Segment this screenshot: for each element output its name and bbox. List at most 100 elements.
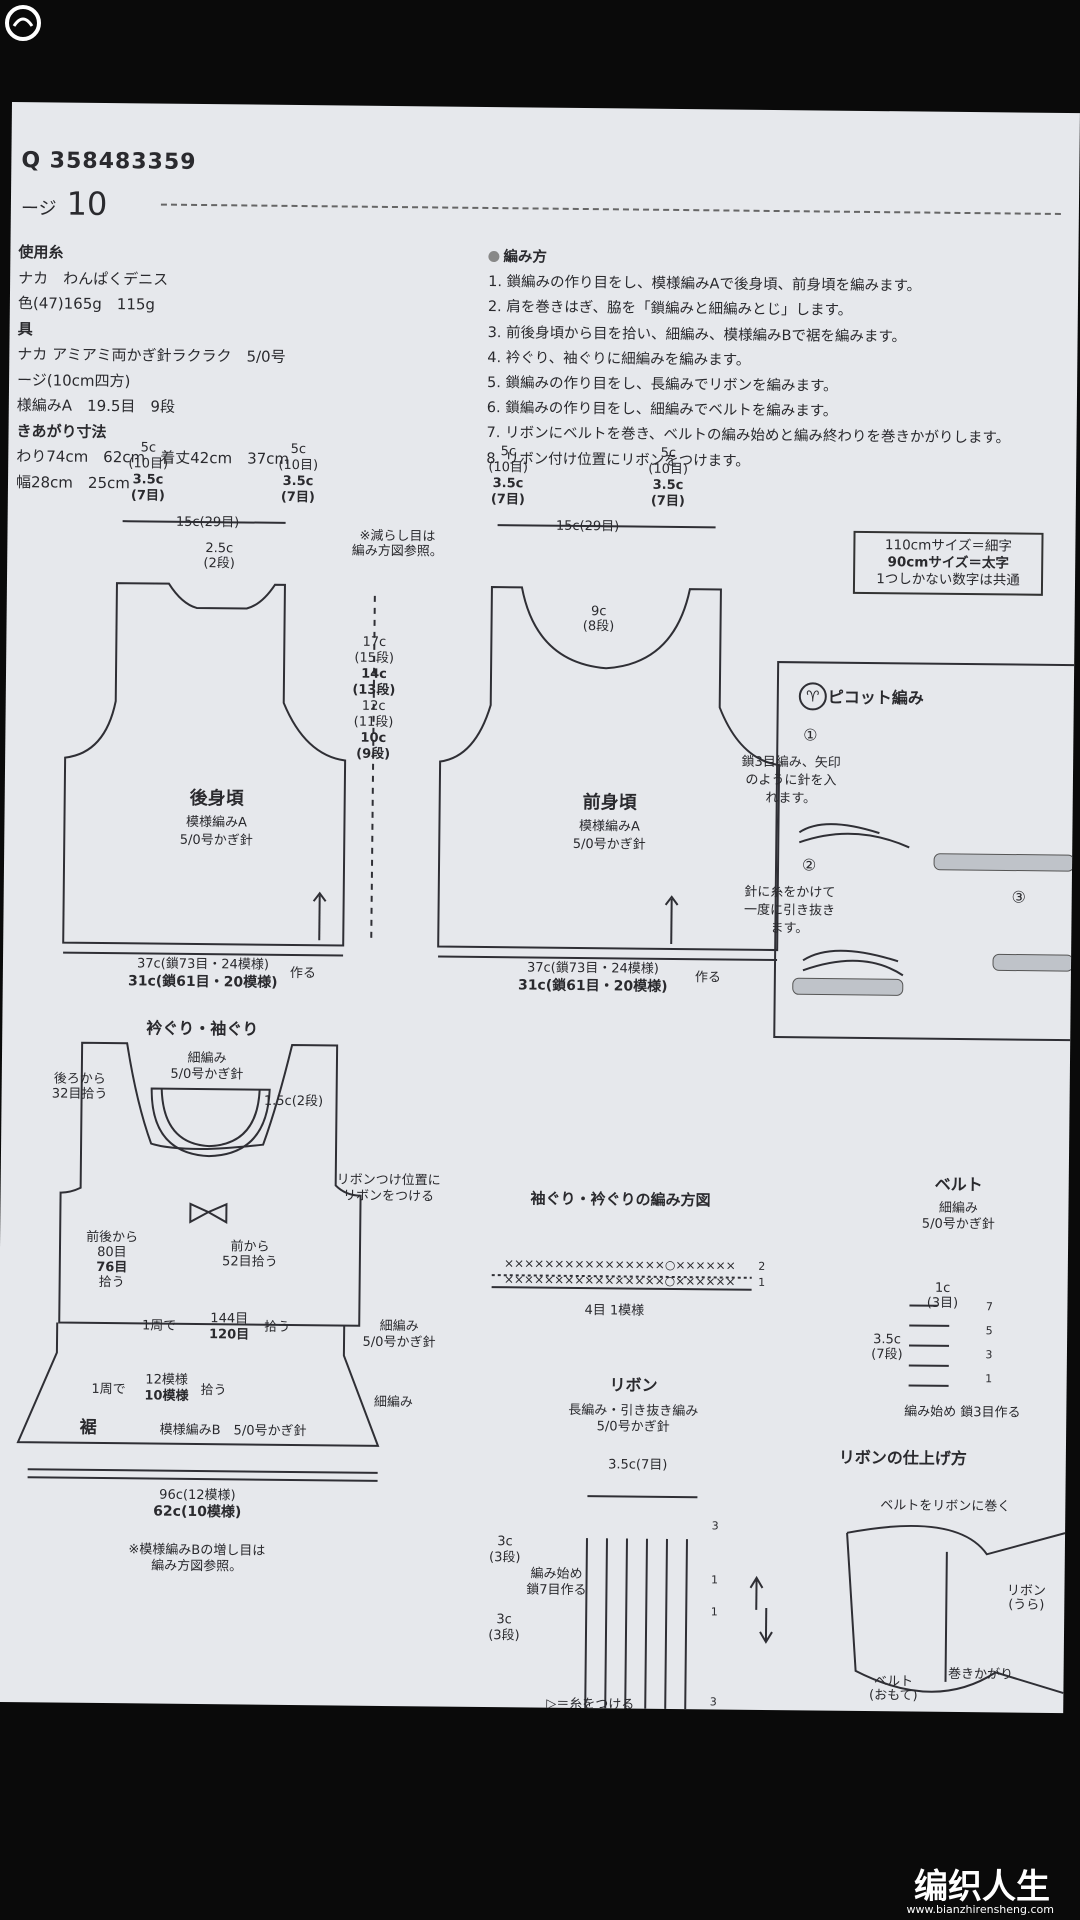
- belt-width: 1c: [935, 1281, 951, 1296]
- pick-label: 拾う: [264, 1320, 290, 1335]
- front-shoulder-left-dim: 5c: [501, 444, 517, 459]
- mid-height-dims: (15段): [354, 651, 394, 666]
- picot-symbol: ♈: [806, 687, 820, 705]
- back-shoulder-left-dim: 3.5c: [133, 472, 164, 487]
- mid-height-dims: (9段): [356, 746, 390, 762]
- picot-step1-text: れます。: [765, 791, 816, 807]
- front-width-top: 15c(29目): [556, 519, 620, 535]
- hem-width-90: 62c(10模様): [153, 1503, 241, 1521]
- back-hook: 5/0号かぎ針: [180, 833, 253, 849]
- diagram-canvas: 5c(10目)3.5c(7目)5c(10目)3.5c(7目)15c(29目)2.…: [16, 440, 1080, 1714]
- front-neck-depth: (8段): [583, 619, 615, 634]
- chart-row1: ××××××××××××××××○××××××: [504, 1272, 736, 1288]
- hem-sc-label: 細編み: [380, 1318, 419, 1334]
- back-width-top: 15c(29目): [176, 515, 240, 531]
- back-shoulder-right-dim: (10目): [278, 458, 318, 473]
- armhole-pick-label: 拾う: [99, 1275, 125, 1290]
- chart-row1-num: 1: [758, 1276, 765, 1289]
- finish-belt: ベルト: [874, 1674, 913, 1689]
- belt-sub: 5/0号かぎ針: [922, 1217, 995, 1233]
- back-make-label: 作る: [290, 966, 316, 981]
- picot-step2-text: 針に糸をかけて: [744, 885, 835, 901]
- finished-bow-outline: [846, 1524, 1066, 1695]
- ribbon-sub: 5/0号かぎ針: [597, 1419, 670, 1435]
- back-bottom-110: 37c(鎖73目・24模様): [137, 955, 269, 972]
- front-shoulder-left-dim: (10目): [488, 460, 528, 475]
- mid-height-dims: (13段): [352, 682, 395, 698]
- belt-start: 編み始め 鎖3目作る: [904, 1403, 1021, 1420]
- back-shoulder-right-dim: 5c: [291, 442, 307, 457]
- picot-step2-text: ます。: [770, 921, 808, 936]
- ribbon-width: 3.5c(7目): [608, 1457, 667, 1473]
- mid-height-dims: (11段): [354, 715, 394, 730]
- belt-row-num: 5: [986, 1324, 993, 1337]
- hem-title: 裾: [80, 1417, 97, 1438]
- ribbon-position-label: リボンつけ位置に: [337, 1172, 441, 1188]
- ribbon-start: 編み始め: [531, 1566, 583, 1583]
- ribbon-height1: (3段): [489, 1550, 521, 1565]
- decrease-note: 編み方図参照。: [352, 543, 443, 560]
- front-pattern: 模様編みA: [579, 818, 640, 835]
- hem-sc: 細編み: [374, 1394, 413, 1410]
- finish-belt: (おもて): [869, 1688, 918, 1704]
- belt-row-num: 3: [985, 1348, 992, 1361]
- hem-note: 編み方図参照。: [151, 1558, 242, 1575]
- belt-height: (7段): [871, 1347, 903, 1362]
- back-neck-depth: 2.5c: [205, 541, 233, 556]
- front-bottom-90: 31c(鎖61目・20模様): [518, 976, 668, 995]
- back-shoulder-left-dim: 5c: [141, 440, 157, 455]
- picot-step3-num: ③: [1011, 888, 1026, 907]
- picot-step1-num: ①: [803, 725, 818, 744]
- watermark-logo-icon: [5, 5, 41, 41]
- belt-width: (3目): [927, 1296, 959, 1311]
- picot-box: [773, 661, 1080, 1042]
- back-bodice-title: 後身頃: [190, 787, 245, 810]
- garment-assembly-outline: [58, 1041, 362, 1327]
- ribbon-title: リボン: [609, 1375, 657, 1395]
- ribbon-row: 1: [711, 1573, 718, 1586]
- round1-values: 120目: [209, 1327, 249, 1342]
- picot-step2-num: ②: [802, 855, 817, 874]
- back-bodice-outline: [62, 582, 347, 947]
- front-bottom-110: 37c(鎖73目・24模様): [527, 959, 659, 976]
- back-pick-label: 32目拾う: [52, 1086, 108, 1102]
- mid-height-dims: 12c: [362, 699, 386, 714]
- round1-values: 144目: [210, 1311, 248, 1326]
- round1-label: 1周で: [142, 1318, 176, 1333]
- front-make-label: 作る: [695, 970, 721, 985]
- round2-values: 10模様: [144, 1387, 189, 1403]
- front-bodice-title: 前身頃: [583, 791, 638, 814]
- armhole-rows: 1.5c(2段): [264, 1094, 323, 1110]
- ribbon-sub: 長編み・引き抜き編み: [568, 1402, 698, 1419]
- back-shoulder-left-dim: (7目): [131, 488, 165, 503]
- belt-sub: 細編み: [939, 1200, 978, 1216]
- pick2-label: 拾う: [200, 1383, 226, 1398]
- picot-step2-text: 一度に引き抜き: [744, 902, 835, 919]
- ribbon-row: 3: [710, 1695, 717, 1708]
- chart-row2: ××××××××××××××××○××××××: [504, 1256, 736, 1272]
- armhole-pick-label: 前後から: [86, 1229, 138, 1246]
- front-shoulder-right-dim: (7目): [651, 494, 685, 509]
- front-pick-label: 前から: [230, 1238, 269, 1254]
- chart-title: 袖ぐり・衿ぐりの編み方図: [530, 1189, 710, 1209]
- back-shoulder-right-dim: 3.5c: [283, 474, 314, 489]
- picot-step1-text: 鎖3目編み、矢印: [741, 754, 840, 771]
- ribbon-height1: 3c: [497, 1534, 513, 1549]
- back-pick-label: 後ろから: [54, 1071, 106, 1087]
- back-neck-depth: (2段): [203, 556, 235, 571]
- armhole-pick-label: 80目: [97, 1245, 127, 1260]
- finish-wrap: ベルトをリボンに巻く: [880, 1498, 1010, 1514]
- belt-row-num: 7: [986, 1300, 993, 1313]
- ribbon-row: 3: [712, 1519, 719, 1532]
- chart-row2-num: 2: [758, 1260, 765, 1273]
- front-shoulder-left-dim: 3.5c: [493, 476, 524, 491]
- ribbon-row: 1: [711, 1605, 718, 1618]
- finish-title: リボンの仕上げ方: [839, 1448, 967, 1468]
- front-neck-depth: 9c: [591, 604, 607, 619]
- hem-pattern: 模様編みB 5/0号かぎ針: [160, 1422, 307, 1440]
- ribbon-height2: (3段): [488, 1628, 520, 1643]
- hem-sc-label: 5/0号かぎ針: [362, 1335, 435, 1351]
- assembly-sc-label: 細編み: [187, 1050, 226, 1066]
- front-shoulder-right-dim: 5c: [661, 446, 677, 461]
- round2-label: 1周で: [91, 1382, 125, 1397]
